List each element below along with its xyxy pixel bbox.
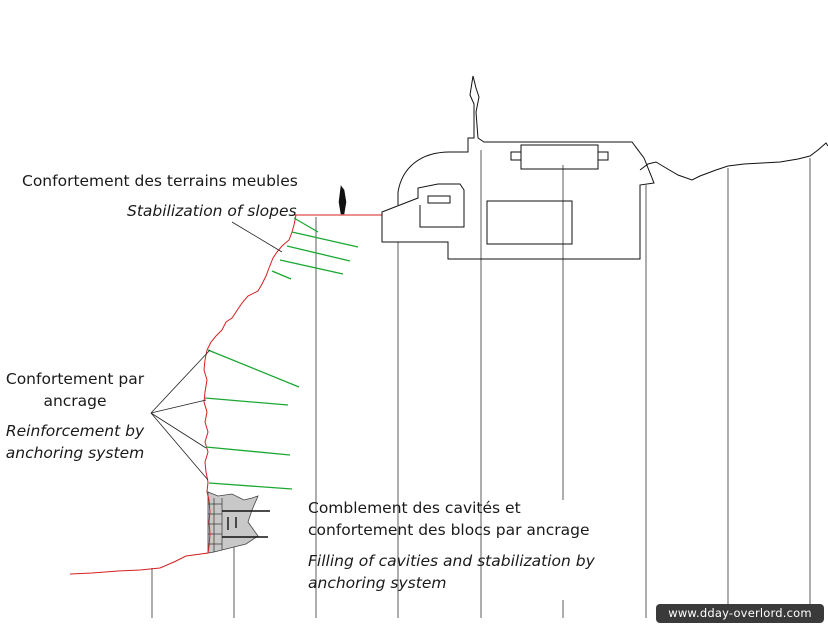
cliff-profile — [69, 214, 297, 575]
section-lines — [151, 150, 811, 618]
cavity-anchors — [222, 510, 270, 538]
bunker — [381, 75, 655, 260]
leader-lines — [150, 221, 283, 481]
label-anchor-en-2: anchoring system — [5, 444, 145, 462]
marker-post — [338, 185, 347, 215]
filled-cavity — [207, 491, 259, 554]
label-cavities-fr-2: confortement des blocs par ancrage — [308, 521, 590, 539]
label-slopes-en: Stabilization of slopes — [127, 202, 297, 220]
slope-anchors — [271, 217, 359, 280]
label-cavities-fr-1: Comblement des cavités et — [308, 499, 521, 517]
label-anchor-en-1: Reinforcement by — [5, 422, 145, 440]
watermark: www.dday-overlord.com — [656, 604, 824, 623]
label-cavities-en-1: Filling of cavities and stabilization by — [308, 552, 595, 570]
label-slopes-fr: Confortement des terrains meubles — [22, 172, 298, 190]
label-anchor-fr-2: ancrage — [43, 392, 107, 410]
cliff-anchors — [204, 349, 300, 490]
terrain-line — [639, 142, 828, 181]
cavity-blocks — [208, 498, 223, 552]
label-cavities-en-2: anchoring system — [308, 574, 447, 592]
label-anchor-fr-1: Confortement par — [5, 370, 145, 388]
